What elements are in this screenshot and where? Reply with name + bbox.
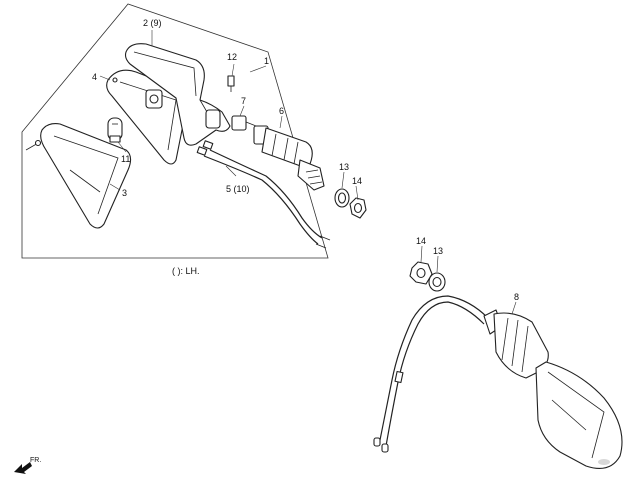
callout-3: 3 <box>122 188 127 198</box>
callout-1: 1 <box>264 56 269 66</box>
callout-14-lower: 14 <box>416 236 426 246</box>
legend-note: ( ): LH. <box>172 266 200 276</box>
turn-signal-part-8 <box>373 295 623 469</box>
callout-5: 5 (10) <box>226 184 250 194</box>
callout-2: 2 (9) <box>143 18 162 28</box>
housing-part-2 <box>124 43 231 146</box>
callout-11: 11 <box>121 154 130 164</box>
callout-14-upper: 14 <box>352 176 362 186</box>
front-direction-arrow-icon <box>14 462 32 474</box>
callout-7: 7 <box>241 96 246 106</box>
washer-part-13-lower <box>428 272 446 292</box>
callout-6: 6 <box>279 106 284 116</box>
bulb-part-11 <box>107 117 123 143</box>
stem-part-6 <box>253 125 325 191</box>
nut-part-14-upper <box>349 197 367 219</box>
callout-8: 8 <box>514 292 519 302</box>
callout-4: 4 <box>92 72 97 82</box>
socket-part-4 <box>106 69 188 165</box>
washer-part-13-upper <box>334 188 350 208</box>
wire-part-5 <box>196 140 331 249</box>
screw-part-12 <box>227 75 235 92</box>
front-marker-label: FR. <box>30 457 41 464</box>
leader-lines <box>99 30 517 315</box>
callout-13-lower: 13 <box>433 246 443 256</box>
connector-part-7 <box>231 115 257 131</box>
callout-13-upper: 13 <box>339 162 349 172</box>
screw-left <box>25 139 42 151</box>
callout-12: 12 <box>227 52 237 62</box>
lens-part-3 <box>40 123 132 229</box>
